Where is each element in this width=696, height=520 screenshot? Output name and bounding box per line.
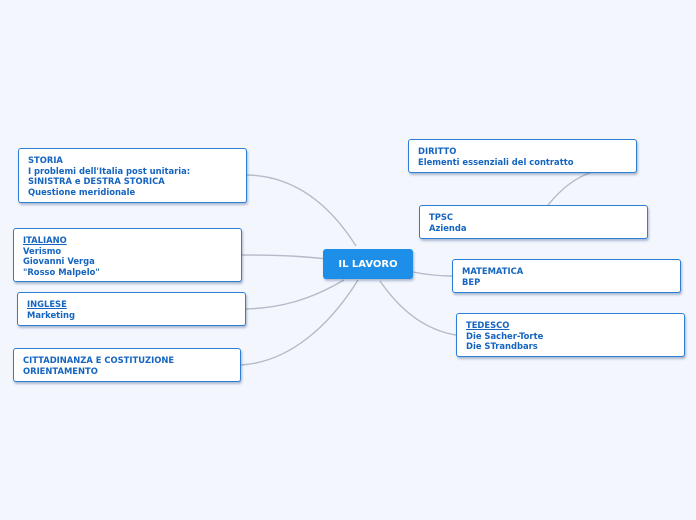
matematica-line-2: BEP bbox=[462, 276, 481, 287]
inglese-line-2: Marketing bbox=[27, 309, 75, 320]
tpsc-line-2: Azienda bbox=[429, 222, 467, 233]
cittadinanza-line-1: CITTADINANZA E COSTITUZIONE bbox=[23, 355, 175, 365]
connector-tedesco bbox=[379, 280, 457, 336]
cittadinanza-line-2: ORIENTAMENTO bbox=[23, 365, 98, 376]
italiano-line-2: Verismo bbox=[23, 245, 62, 256]
diritto-line-1: DIRITTO bbox=[418, 146, 457, 156]
italiano-line-1: ITALIANO bbox=[23, 235, 67, 245]
connector-inglese bbox=[245, 279, 345, 310]
connector-storia bbox=[246, 174, 357, 247]
tpsc-line-1: TPSC bbox=[429, 212, 454, 222]
storia-line-2: I problemi dell'Italia post unitaria: bbox=[28, 165, 191, 176]
inglese-line-1: INGLESE bbox=[27, 299, 67, 309]
tedesco-line-1: TEDESCO bbox=[466, 320, 510, 330]
italiano-line-4: "Rosso Malpelo" bbox=[23, 266, 100, 277]
tedesco-line-3: Die STrandbars bbox=[466, 341, 538, 351]
storia-line-3: SINISTRA e DESTRA STORICA bbox=[28, 176, 165, 186]
connector-matematica bbox=[412, 271, 453, 277]
connector-diritto bbox=[547, 171, 593, 206]
storia-line-4: Questione meridionale bbox=[28, 186, 136, 197]
diritto-line-2: Elementi essenziali del contratto bbox=[418, 156, 574, 167]
matematica-line-1: MATEMATICA bbox=[462, 266, 524, 276]
italiano-line-3: Giovanni Verga bbox=[23, 256, 95, 266]
central-topic-label: IL LAVORO bbox=[338, 258, 398, 270]
storia-line-1: STORIA bbox=[28, 155, 63, 165]
connector-cittadinanza bbox=[240, 279, 359, 366]
central-topic-il-lavoro[interactable]: IL LAVORO bbox=[323, 249, 413, 279]
tedesco-line-2: Die Sacher-Torte bbox=[466, 330, 544, 341]
